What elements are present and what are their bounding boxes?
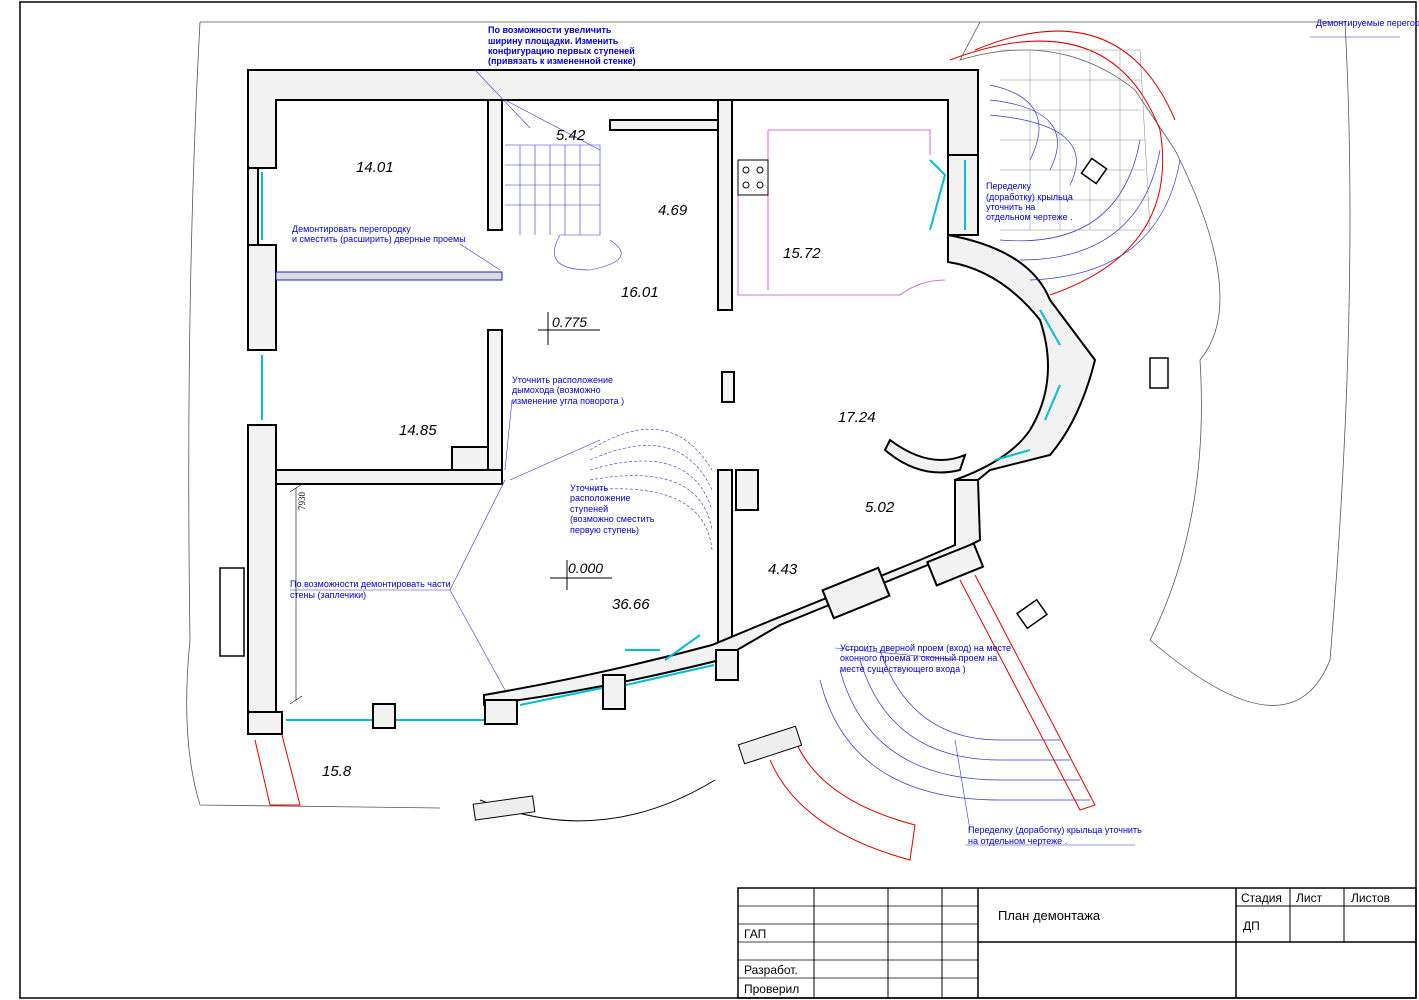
- room-area-label: 17.24: [838, 409, 876, 426]
- room-area-label: 15.8: [322, 763, 352, 780]
- porch-bottom-demolish: [254, 574, 1096, 861]
- room-area-label: 5.42: [556, 127, 586, 144]
- site-outline: [200, 21, 1351, 706]
- svg-text:уточнить на: уточнить на: [986, 202, 1035, 212]
- room-area-label: 15.72: [783, 245, 821, 262]
- svg-text:дымохода (возможно: дымохода (возможно: [512, 385, 601, 395]
- svg-text:ширину площадки. Изменить: ширину площадки. Изменить: [488, 36, 619, 46]
- title-block: [737, 887, 1417, 999]
- leader-lines: [290, 36, 1400, 846]
- stair: [504, 99, 622, 271]
- svg-text:(привязать к измененной стенке: (привязать к измененной стенке): [488, 56, 636, 66]
- dimension-text: 7930: [297, 492, 307, 511]
- sheet-frame: [19, 1, 1417, 999]
- dimension-line: [289, 483, 303, 705]
- svg-text:стены (заплечики): стены (заплечики): [290, 590, 366, 600]
- svg-text:По возможности увеличить: По возможности увеличить: [488, 25, 612, 35]
- demolished-partition: [275, 271, 503, 281]
- note-steps: Уточнить расположение ступеней (возможно…: [570, 483, 655, 535]
- note-stair: По возможности увеличить ширину площадки…: [488, 25, 636, 66]
- porch-tiles: [1000, 49, 1151, 231]
- note-porch-top: Переделку (доработку) крыльца уточнить н…: [986, 181, 1073, 222]
- note-chimney: Уточнить расположение дымохода (возможно…: [512, 375, 624, 406]
- title-block-header-sheets: Листов: [1351, 891, 1390, 905]
- title-block-header-stage: Стадия: [1241, 891, 1282, 905]
- svg-text:Переделку (доработку) крыльца: Переделку (доработку) крыльца уточнить: [968, 825, 1142, 835]
- svg-text:Устроить дверной проем (вход): Устроить дверной проем (вход) на месте: [840, 643, 1011, 653]
- title-block-title: План демонтажа: [998, 908, 1101, 923]
- svg-text:(возможно сместить: (возможно сместить: [570, 514, 655, 524]
- svg-text:на отдельном чертеже .: на отдельном чертеже .: [968, 836, 1067, 846]
- room-area-label: 5.02: [865, 499, 895, 516]
- porch-top: [989, 84, 1181, 281]
- title-block-header-sheet: Лист: [1296, 891, 1323, 905]
- porch-bottom: [819, 649, 1090, 801]
- kitchen-fixtures: [737, 129, 946, 296]
- svg-text:оконного проема и оконный прое: оконного проема и оконный проем на: [840, 653, 997, 663]
- svg-text:Переделку: Переделку: [986, 181, 1032, 191]
- room-area-label: 16.01: [621, 284, 659, 301]
- svg-text:ступеней: ступеней: [570, 504, 608, 514]
- svg-text:отдельном чертеже .: отдельном чертеже .: [986, 212, 1073, 222]
- svg-text:первую ступень): первую ступень): [570, 525, 639, 535]
- svg-text:Уточнить: Уточнить: [570, 483, 608, 493]
- title-block-role: Разработ.: [744, 963, 798, 977]
- elevation-ground: 0.000: [568, 560, 603, 576]
- title-block-role: Проверил: [744, 982, 799, 996]
- svg-text:расположение: расположение: [570, 493, 630, 503]
- title-block-stage-value: ДП: [1243, 919, 1260, 933]
- site-outline-left: [186, 21, 441, 809]
- note-partition: Демонтировать перегородку и сместить (ра…: [292, 224, 466, 244]
- note-door: Устроить дверной проем (вход) на месте о…: [840, 643, 1011, 674]
- exterior-walls: [247, 69, 1097, 735]
- svg-text:месте существующего входа ): месте существующего входа ): [840, 664, 966, 674]
- svg-text:изменение угла поворота ): изменение угла поворота ): [512, 396, 624, 406]
- cooktop-icon: [737, 159, 769, 196]
- svg-text:(доработку) крыльца: (доработку) крыльца: [986, 192, 1073, 202]
- elevation-upper: 0.775: [552, 314, 587, 330]
- elevation-marks: [538, 312, 612, 590]
- note-porch-bottom: Переделку (доработку) крыльца уточнить н…: [968, 825, 1142, 846]
- title-block-role: ГАП: [744, 927, 766, 941]
- svg-text:конфигурацию первых ступеней: конфигурацию первых ступеней: [488, 46, 635, 56]
- svg-text:и сместить (расширить) дверные: и сместить (расширить) дверные проемы: [292, 234, 466, 244]
- room-area-label: 14.85: [399, 422, 437, 439]
- note-wall-parts: По возможности демонтировать части стены…: [290, 579, 451, 600]
- svg-text:Уточнить расположение: Уточнить расположение: [512, 375, 613, 385]
- room-area-label: 4.69: [658, 202, 688, 219]
- room-area-label: 4.43: [768, 561, 798, 578]
- porch-top-demolish: [949, 30, 1176, 296]
- room-area-label: 14.01: [356, 159, 394, 176]
- legend-text: Демонтируемые перегородки и стены: [1316, 18, 1419, 28]
- windows: [261, 159, 1061, 721]
- room-area-label: 36.66: [612, 596, 650, 613]
- svg-text:Демонтировать перегородку: Демонтировать перегородку: [292, 224, 411, 234]
- new-steps: [589, 428, 713, 551]
- svg-text:По возможности демонтировать ч: По возможности демонтировать части: [290, 579, 451, 589]
